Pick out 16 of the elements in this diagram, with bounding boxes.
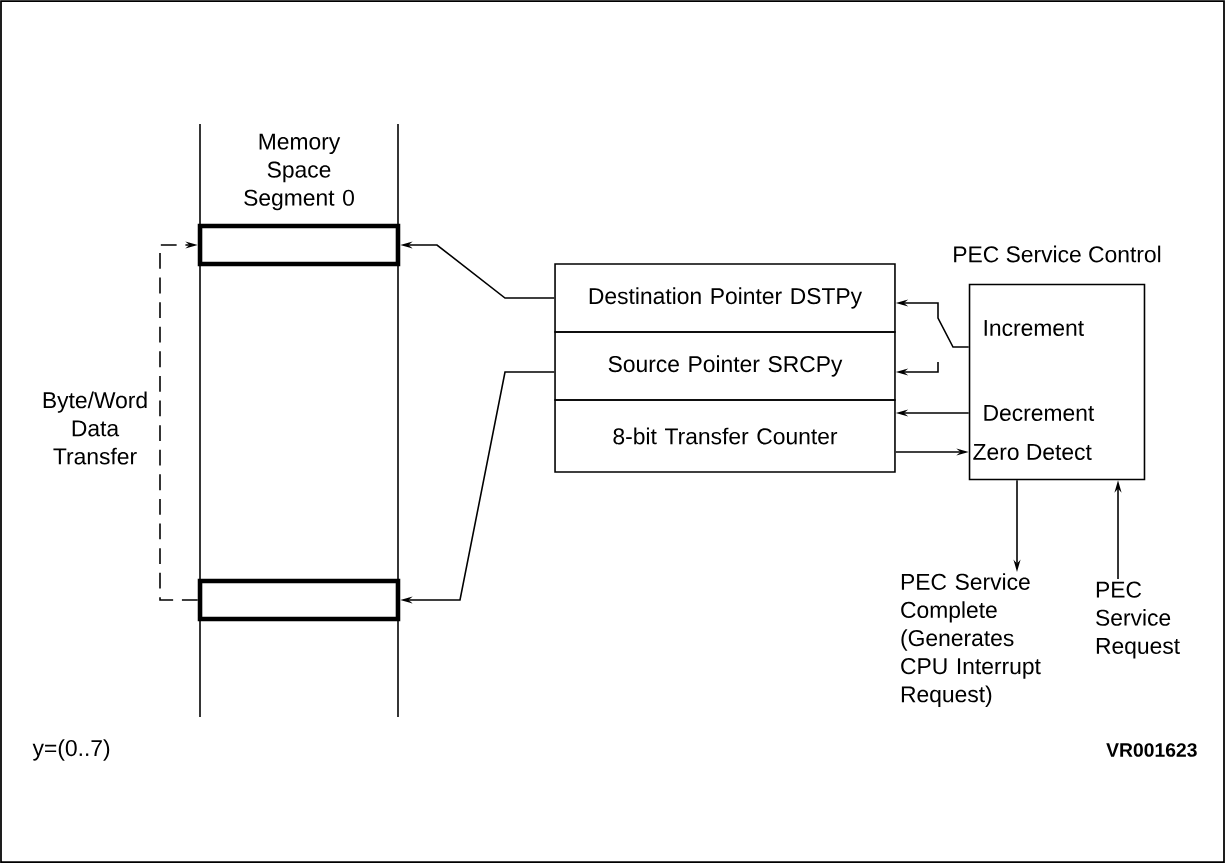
note-text: VR001623 — [1106, 743, 1197, 757]
memory-slot — [197, 578, 401, 622]
arrow — [159, 241, 199, 601]
register-box: Source Pointer SRCPy — [554, 331, 896, 401]
box-heading: PEC Service Control — [954, 245, 1161, 263]
column-heading: Memory Space Segment 0 — [244, 133, 354, 211]
function-label: Decrement — [984, 405, 1095, 421]
note-text: y=(0..7) — [32, 739, 110, 761]
function-label: Increment — [984, 320, 1084, 336]
register-box: 8-bit Transfer Counter — [554, 399, 896, 473]
memory-slot — [197, 223, 401, 267]
signal-text: PEC Service Request — [1096, 581, 1180, 659]
function-label: Zero Detect — [973, 444, 1092, 460]
register-box: Destination Pointer DSTPy — [554, 263, 896, 333]
signal-text: PEC Service Complete (Generates CPU Interrupt Request) — [901, 573, 1041, 707]
edge-label: Byte/Word Data Transfer — [31, 388, 159, 468]
